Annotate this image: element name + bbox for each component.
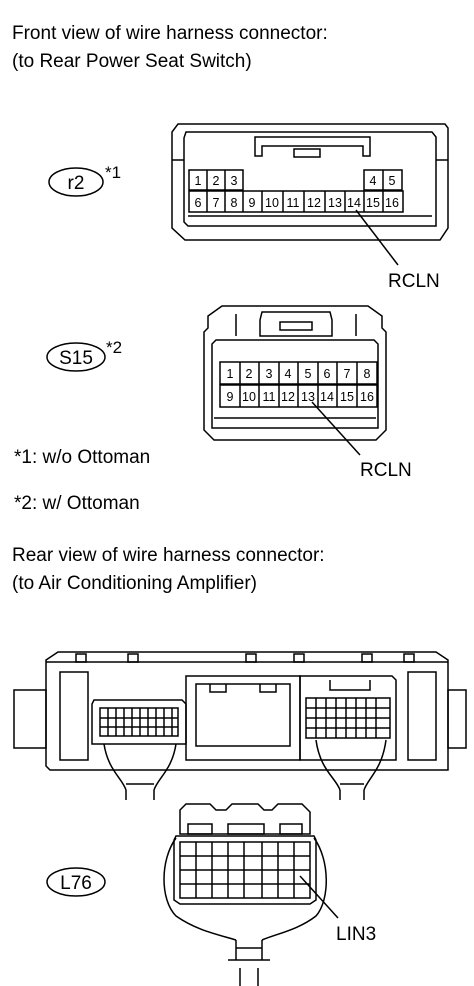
- connector-s15: [203, 305, 387, 456]
- r2-pin: 5: [389, 174, 396, 188]
- section1-title-line2: (to Rear Power Seat Switch): [12, 51, 252, 72]
- r2-pin: 4: [370, 174, 377, 188]
- amplifier-middle-socket: [185, 675, 301, 761]
- connector-s15-id: S15: [59, 348, 93, 369]
- connector-r2-callout-label: RCLN: [388, 271, 440, 292]
- connector-l76-callout-label: LIN3: [336, 924, 376, 945]
- s15-pin: 14: [320, 390, 334, 404]
- connector-s15-pins: 1 2 3 4 5 6 7 8 9 10 11 12 13 14 15 16: [227, 367, 374, 404]
- s15-pin: 3: [266, 367, 273, 381]
- connector-l76-top-latch: [179, 803, 311, 835]
- harness-left-wire: [103, 743, 127, 791]
- s15-pin: 5: [305, 367, 312, 381]
- r2-pin: 14: [347, 196, 361, 210]
- connector-l76-callout-line: [299, 875, 339, 919]
- s15-pin: 16: [360, 390, 374, 404]
- r2-pin: 7: [213, 196, 220, 210]
- connector-r2-pins: 1 2 3 4 5 6 7 8 9 10 11 12 13 14 15 16: [195, 174, 399, 210]
- r2-pin: 10: [265, 196, 279, 210]
- section2-title-line2: (to Air Conditioning Amplifier): [12, 573, 257, 594]
- s15-pin: 12: [281, 390, 295, 404]
- connector-r2-pin-block-top-left: [188, 169, 244, 191]
- r2-pin: 6: [195, 196, 202, 210]
- amplifier-right-socket: [299, 675, 397, 761]
- connector-s15-body: [203, 305, 387, 441]
- connector-r2-pin-block-bottom: [188, 190, 404, 213]
- r2-pin: 12: [307, 196, 321, 210]
- connector-r2: [171, 123, 449, 266]
- r2-pin: 8: [231, 196, 238, 210]
- connector-l76-id: L76: [60, 873, 92, 894]
- s15-pin: 7: [344, 367, 351, 381]
- connector-s15-inner: [211, 339, 379, 429]
- s15-pin: 1: [227, 367, 234, 381]
- r2-pin: 3: [231, 174, 238, 188]
- note-2: *2: w/ Ottoman: [14, 493, 140, 514]
- r2-pin: 1: [195, 174, 202, 188]
- connector-r2-id: r2: [68, 173, 85, 194]
- harness-right-wire: [315, 739, 341, 791]
- connector-s15-note: *2: [106, 338, 122, 357]
- s15-pin: 15: [340, 390, 354, 404]
- amplifier-side-tab-left: [13, 689, 47, 749]
- connector-r2-inner: [183, 131, 437, 227]
- section2-title-line1: Rear view of wire harness connector:: [12, 545, 325, 566]
- r2-pin: 9: [249, 196, 256, 210]
- r2-pin: 15: [366, 196, 380, 210]
- s15-pin: 4: [285, 367, 292, 381]
- note-1: *1: w/o Ottoman: [14, 447, 151, 468]
- s15-pin: 9: [227, 390, 234, 404]
- connector-r2-oval: [48, 167, 104, 197]
- s15-pin: 10: [242, 390, 256, 404]
- s15-pin: 11: [263, 390, 276, 404]
- connector-s15-oval: [46, 342, 106, 372]
- amplifier-side-tab-right: [447, 689, 467, 749]
- s15-pin: 13: [301, 390, 315, 404]
- connector-l76-body: [173, 835, 317, 905]
- connector-r2-latch-tab: [293, 148, 321, 158]
- r2-pin: 13: [328, 196, 342, 210]
- connector-r2-callout-line: [355, 209, 399, 266]
- connector-l76-label: L76: [46, 867, 106, 897]
- connector-s15-latch-tab: [279, 321, 313, 331]
- s15-pin: 6: [324, 367, 331, 381]
- connector-l76: [163, 803, 339, 986]
- connector-s15-callout-line: [311, 401, 361, 456]
- connector-l76-oval: [46, 867, 106, 897]
- connector-s15-label: S15 *2: [46, 338, 122, 372]
- connector-r2-note: *1: [105, 163, 121, 182]
- r2-pin: 11: [287, 196, 300, 210]
- connector-r2-body: [171, 123, 449, 241]
- r2-pin: 16: [385, 196, 399, 210]
- r2-pin: 2: [213, 174, 220, 188]
- amplifier-housing: [13, 651, 467, 800]
- s15-pin: 2: [246, 367, 253, 381]
- connector-s15-callout-label: RCLN: [360, 460, 412, 481]
- connector-l76-harness-right: [261, 837, 327, 941]
- connector-r2-latch: [254, 136, 371, 157]
- connector-l76-harness-left: [163, 837, 237, 941]
- section1-title-line1: Front view of wire harness connector:: [12, 23, 328, 44]
- s15-pin: 8: [364, 367, 371, 381]
- connector-r2-label: r2 *1: [48, 163, 121, 197]
- connector-s15-latch: [259, 311, 333, 337]
